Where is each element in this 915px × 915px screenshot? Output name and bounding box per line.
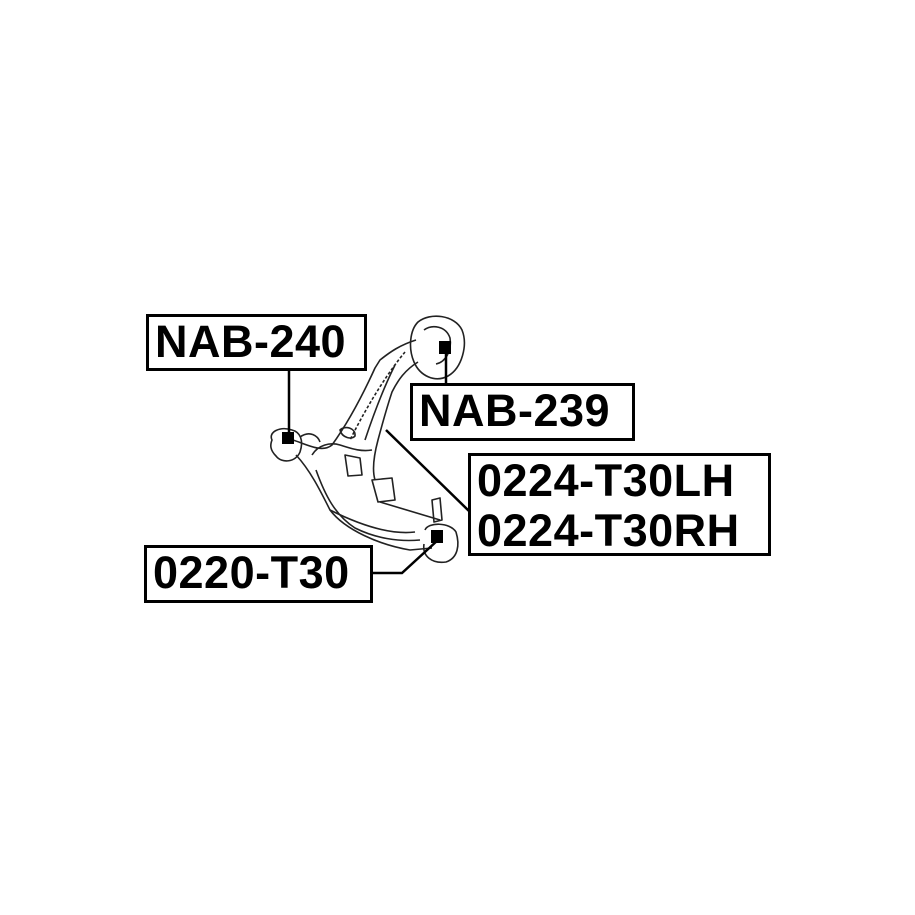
arm-lower-edge (295, 454, 433, 551)
part-label-control-arm: 0224-T30LH 0224-T30RH (468, 453, 771, 556)
leader-arm (385, 429, 471, 513)
leader-ball-joint (372, 539, 439, 575)
part-label-ball-joint: 0220-T30 (144, 545, 373, 603)
part-label-arm-lh: 0224-T30LH (477, 455, 735, 506)
part-label-nab-239: NAB-239 (410, 383, 635, 441)
part-label-nab-240: NAB-240 (146, 314, 367, 371)
marker-ball-joint (431, 530, 443, 543)
marker-nab-240 (282, 432, 294, 444)
front-bushing (270, 427, 303, 462)
rear-bushing (409, 315, 466, 380)
part-label-arm-rh: 0224-T30RH (477, 505, 740, 556)
marker-nab-239 (439, 341, 451, 354)
ball-joint-drawing (431, 497, 443, 523)
arm-upper-edge (284, 339, 417, 450)
